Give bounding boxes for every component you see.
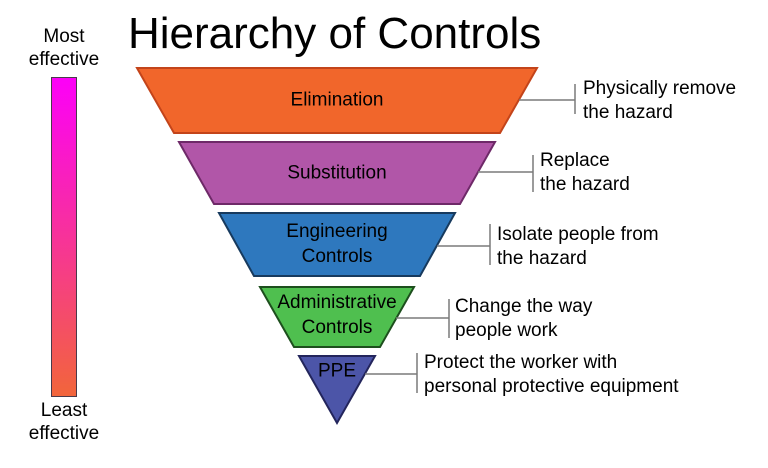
funnel-shape-ppe xyxy=(297,355,377,426)
annotation-elimination: Physically remove the hazard xyxy=(583,77,736,125)
annotation-engineering-controls: Isolate people from the hazard xyxy=(497,223,659,271)
connector-line-ppe xyxy=(365,353,418,393)
funnel-shape-elimination xyxy=(135,67,539,134)
funnel-shape-engineering-controls xyxy=(217,212,457,277)
annotation-line: people work xyxy=(455,320,558,341)
annotation-line: the hazard xyxy=(497,248,587,269)
page-title: Hierarchy of Controls xyxy=(128,9,542,58)
funnel-shape-administrative-controls xyxy=(258,286,416,348)
funnel-label-administrative-controls: Administrative Controls xyxy=(277,292,397,338)
funnel-label-ppe: PPE xyxy=(317,360,357,382)
funnel-label-substitution: Substitution xyxy=(287,162,387,184)
annotation-administrative-controls: Change the way people work xyxy=(455,295,592,343)
annotation-line: personal protective equipment xyxy=(424,376,679,397)
connector-line-administrative-controls xyxy=(396,299,450,338)
annotation-line: the hazard xyxy=(540,174,630,195)
annotation-substitution: Replace the hazard xyxy=(540,149,630,197)
annotation-ppe: Protect the worker with personal protect… xyxy=(424,351,679,399)
annotation-line: Isolate people from xyxy=(497,224,659,245)
annotation-line: Replace xyxy=(540,150,610,171)
connector-line-substitution xyxy=(478,155,534,192)
most-effective-label: Most effective xyxy=(28,26,100,70)
annotation-line: Physically remove xyxy=(583,78,737,99)
connector-line-elimination xyxy=(519,84,576,114)
funnel-shape-substitution xyxy=(177,141,497,205)
annotation-line: Protect the worker with xyxy=(424,352,618,373)
funnel-label-elimination: Elimination xyxy=(290,89,384,111)
funnel-label-engineering-controls: Engineering Controls xyxy=(286,221,388,267)
least-effective-label: Least effective xyxy=(28,400,100,444)
annotation-line: Change the way xyxy=(455,296,593,317)
connector-line-engineering-controls xyxy=(437,224,491,265)
effectiveness-gradient-bar xyxy=(51,77,77,397)
annotation-line: the hazard xyxy=(583,102,673,123)
